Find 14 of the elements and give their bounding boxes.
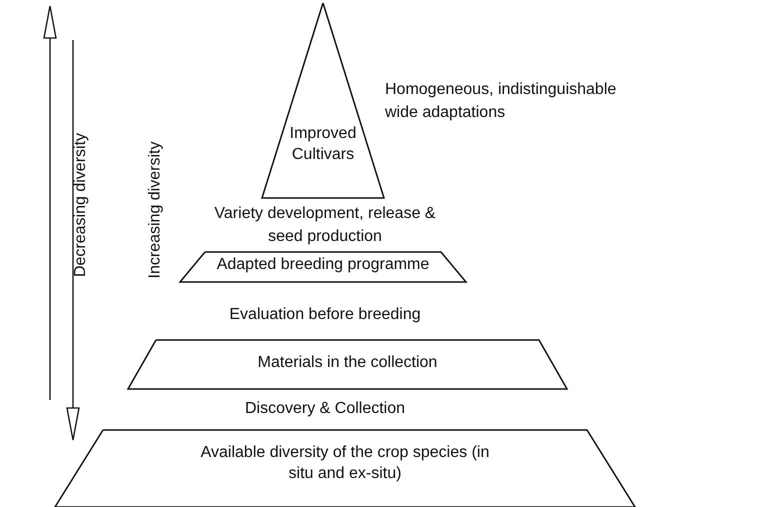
node-label: Available diversity of the crop species (in situ and ex-situ) <box>200 443 490 484</box>
trapezoid-shape <box>128 340 567 389</box>
triangle-shape <box>262 3 384 198</box>
trapezoid-shape <box>55 430 635 507</box>
trapezoid-shape <box>180 252 466 282</box>
node-label: Adapted breeding programme <box>216 255 430 275</box>
node-label: Improved Cultivars <box>288 124 358 165</box>
node-label: Materials in the collection <box>256 353 438 373</box>
stage-label: Variety development, release & seed production <box>213 204 437 247</box>
stage-label: Homogeneous, indistinguishable wide adaptations <box>385 80 618 123</box>
stage-label: Discovery & Collection <box>244 399 406 419</box>
axis-label: Increasing diversity <box>145 142 164 278</box>
stage-label: Evaluation before breeding <box>228 305 422 325</box>
axis-label: Decreasing diversity <box>71 132 90 278</box>
